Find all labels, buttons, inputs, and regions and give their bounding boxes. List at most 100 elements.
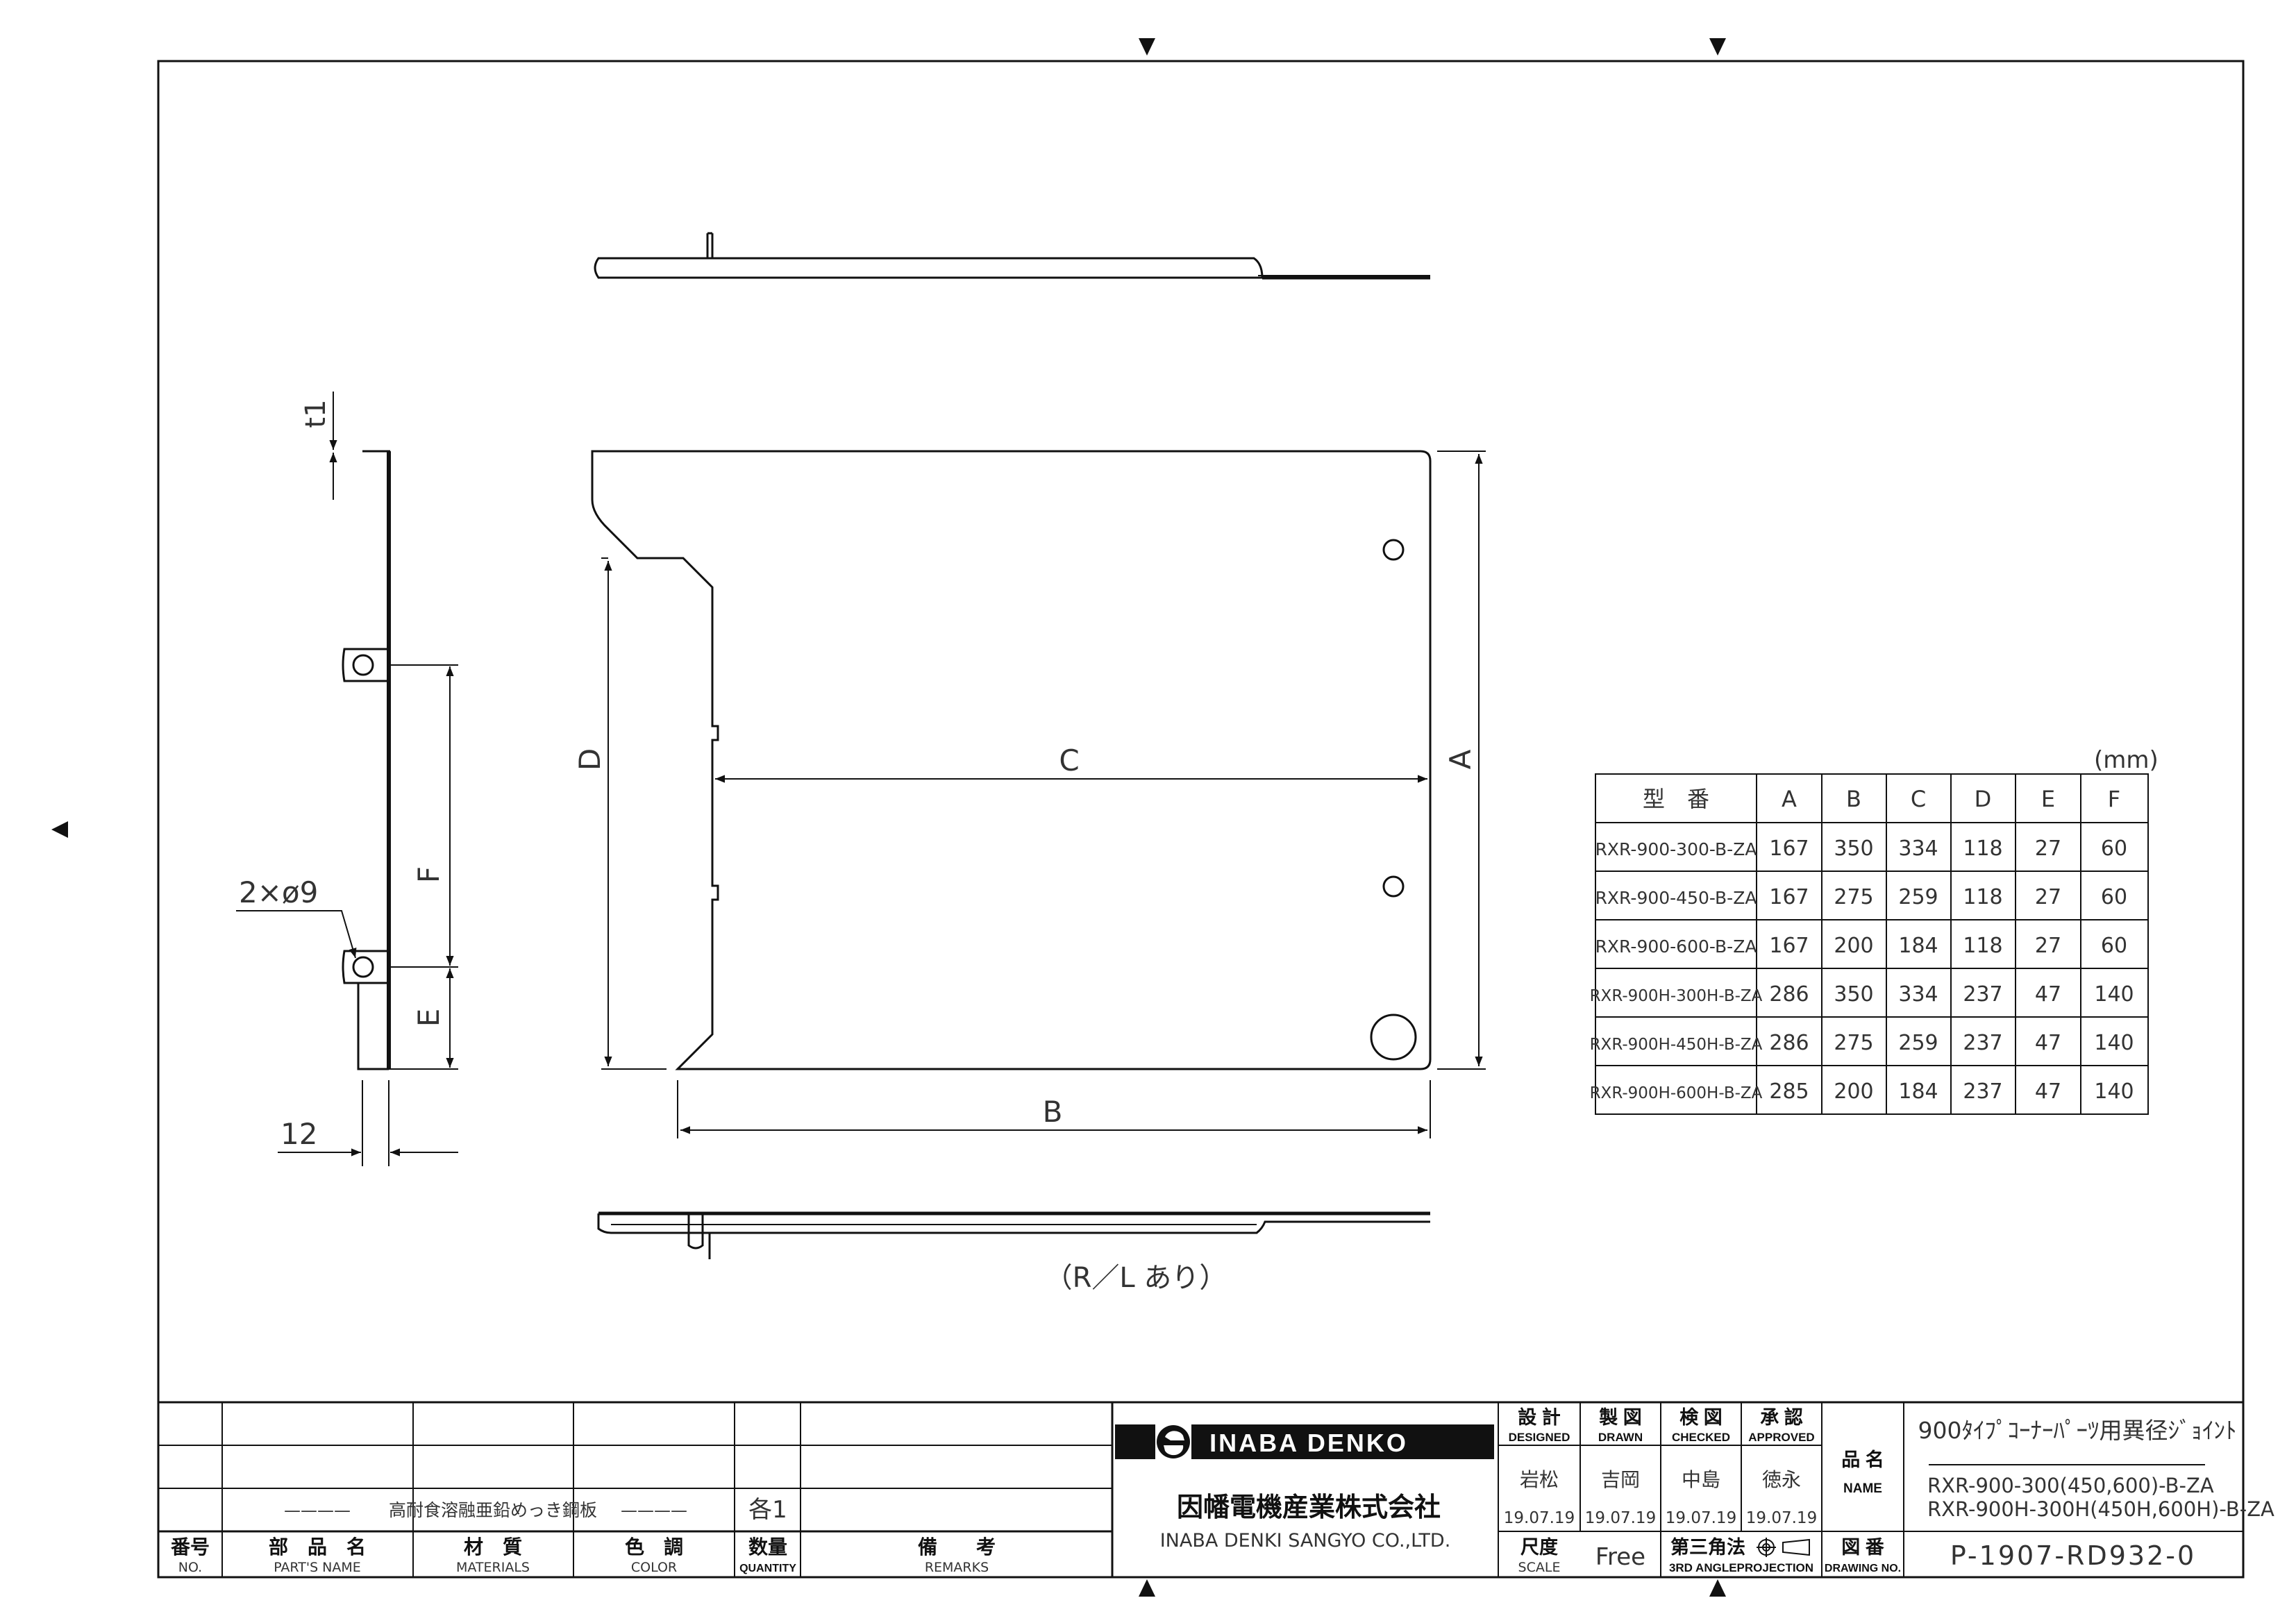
dim-hole-diameter: 2×ø9 [239, 875, 318, 909]
scale-cell: 尺度 SCALE Free [1518, 1536, 1646, 1575]
row-model: RXR-900-600-B-ZA [1595, 936, 1757, 957]
row-value: 237 [1963, 1031, 2002, 1055]
table-row: RXR-900H-300H-B-ZA 286 350 334 237 47 14… [1590, 982, 2134, 1007]
part-name-value: ———— [284, 1501, 351, 1520]
header-part: 部 品 名 [269, 1536, 366, 1558]
quantity-value: 各1 [748, 1496, 787, 1524]
approved-label: 承 認 [1760, 1406, 1803, 1428]
scale-label-en: SCALE [1518, 1560, 1561, 1575]
table-row: RXR-900-450-B-ZA 167 275 259 118 27 60 [1595, 885, 2128, 909]
centering-marks [51, 38, 1726, 1597]
row-value: 334 [1898, 836, 1938, 861]
row-value: 275 [1834, 885, 1873, 909]
header-F: F [2108, 786, 2120, 812]
row-value: 27 [2035, 934, 2061, 958]
row-model: RXR-900H-450H-B-ZA [1590, 1036, 1763, 1054]
header-D: D [1975, 786, 1992, 812]
header-remarks-en: REMARKS [925, 1560, 989, 1575]
drawing-no-value: P-1907-RD932-0 [1950, 1540, 2196, 1571]
drawn-label-en: DRAWN [1598, 1431, 1643, 1444]
row-model: RXR-900-450-B-ZA [1595, 888, 1757, 908]
row-value: 60 [2101, 934, 2127, 958]
row-model: RXR-900-300-B-ZA [1595, 839, 1757, 859]
dim-B: B [1043, 1095, 1063, 1129]
row-value: 286 [1769, 1031, 1809, 1055]
row-value: 259 [1898, 885, 1938, 909]
header-B: B [1846, 786, 1861, 812]
row-value: 27 [2035, 836, 2061, 861]
product-model-2: RXR-900H-300H(450H,600H)-B-ZA [1927, 1497, 2274, 1521]
row-value: 167 [1769, 885, 1809, 909]
color-value: ———— [621, 1501, 687, 1520]
row-value: 275 [1834, 1031, 1873, 1055]
dim-A: A [1443, 749, 1477, 769]
designer-name: 岩松 [1520, 1468, 1559, 1491]
title-block: ———— 高耐食溶融亜鉛めっき鋼板 ———— 各1 番号 NO. 部 品 名 P… [158, 1401, 2274, 1577]
row-model: RXR-900H-600H-B-ZA [1590, 1084, 1763, 1102]
dim-12: 12 [280, 1117, 317, 1151]
company-brand: INABA DENKO [1209, 1429, 1408, 1457]
table-row: RXR-900-300-B-ZA 167 350 334 118 27 60 [1595, 836, 2128, 861]
drafter-name: 吉岡 [1601, 1468, 1640, 1491]
designed-date: 19.07.19 [1504, 1509, 1575, 1527]
drawn-label: 製 図 [1599, 1407, 1642, 1428]
header-no: 番号 [171, 1536, 210, 1558]
row-value: 200 [1834, 934, 1873, 958]
header-quantity: 数量 [748, 1536, 787, 1558]
checked-label-en: CHECKED [1672, 1431, 1730, 1444]
row-value: 259 [1898, 1031, 1938, 1055]
drawing-no-label-en: DRAWING NO. [1825, 1563, 1901, 1574]
scale-label: 尺度 [1520, 1536, 1558, 1558]
row-value: 237 [1963, 1079, 2002, 1104]
top-view [594, 232, 1430, 280]
row-value: 140 [2094, 1079, 2134, 1104]
rl-note: （R／L あり） [1045, 1262, 1227, 1294]
bottom-view [597, 1211, 1430, 1259]
signoff-block: 設 計 DESIGNED 製 図 DRAWN 検 図 CHECKED 承 認 A… [1504, 1406, 1817, 1527]
company-name-jp: 因幡電機産業株式会社 [1177, 1493, 1441, 1522]
projection-label: 第三角法 [1670, 1536, 1745, 1558]
header-material: 材 質 [464, 1536, 522, 1558]
header-remarks: 備 考 [918, 1536, 996, 1558]
row-value: 237 [1963, 982, 2002, 1007]
parts-row: ———— 高耐食溶融亜鉛めっき鋼板 ———— 各1 [284, 1496, 787, 1524]
row-value: 286 [1769, 982, 1809, 1007]
front-view [591, 450, 1486, 1138]
approved-label-en: APPROVED [1748, 1431, 1814, 1444]
header-color-en: COLOR [631, 1560, 677, 1575]
projection-symbol-icon [1757, 1538, 1810, 1557]
table-row: RXR-900-600-B-ZA 167 200 184 118 27 60 [1595, 934, 2128, 958]
row-value: 118 [1963, 934, 2002, 958]
dim-D: D [573, 748, 607, 771]
checked-date: 19.07.19 [1666, 1509, 1736, 1527]
table-header-row: 型 番 A B C D E F [1643, 786, 2120, 812]
approver-name: 徳永 [1762, 1468, 1801, 1491]
drawing-no-cell: 図 番 DRAWING NO. P-1907-RD932-0 [1825, 1537, 2196, 1574]
projection-label-en: 3RD ANGLEPROJECTION [1669, 1561, 1813, 1574]
row-value: 334 [1898, 982, 1938, 1007]
row-value: 140 [2094, 982, 2134, 1007]
drawing-frame [157, 60, 2245, 1579]
designed-label: 設 計 [1518, 1406, 1561, 1428]
row-value: 60 [2101, 836, 2127, 861]
dimension-table: (mm) 型 番 A B C D E F RXR-900-300-B-ZA 16… [1590, 746, 2159, 1115]
dim-t1: t1 [300, 399, 332, 428]
product-title: 900ﾀｲﾌﾟｺｰﾅｰﾊﾟｰﾂ用異径ｼﾞｮｲﾝﾄ [1918, 1417, 2237, 1444]
designed-label-en: DESIGNED [1509, 1431, 1570, 1444]
header-color: 色 調 [625, 1536, 683, 1558]
row-value: 167 [1769, 934, 1809, 958]
product-label-en: NAME [1843, 1481, 1882, 1496]
row-value: 118 [1963, 836, 2002, 861]
product-model-1: RXR-900-300(450,600)-B-ZA [1927, 1474, 2214, 1497]
row-value: 184 [1898, 1079, 1938, 1104]
dim-F: F [412, 866, 446, 883]
row-value: 285 [1769, 1079, 1809, 1104]
unit-label: (mm) [2094, 746, 2159, 774]
row-value: 60 [2101, 885, 2127, 909]
parts-header: 番号 NO. 部 品 名 PART'S NAME 材 質 MATERIALS 色… [171, 1536, 996, 1575]
product-label: 品 名 [1841, 1449, 1884, 1470]
row-model: RXR-900H-300H-B-ZA [1590, 987, 1763, 1005]
company-name-en: INABA DENKI SANGYO CO.,LTD. [1160, 1530, 1451, 1551]
row-value: 27 [2035, 885, 2061, 909]
